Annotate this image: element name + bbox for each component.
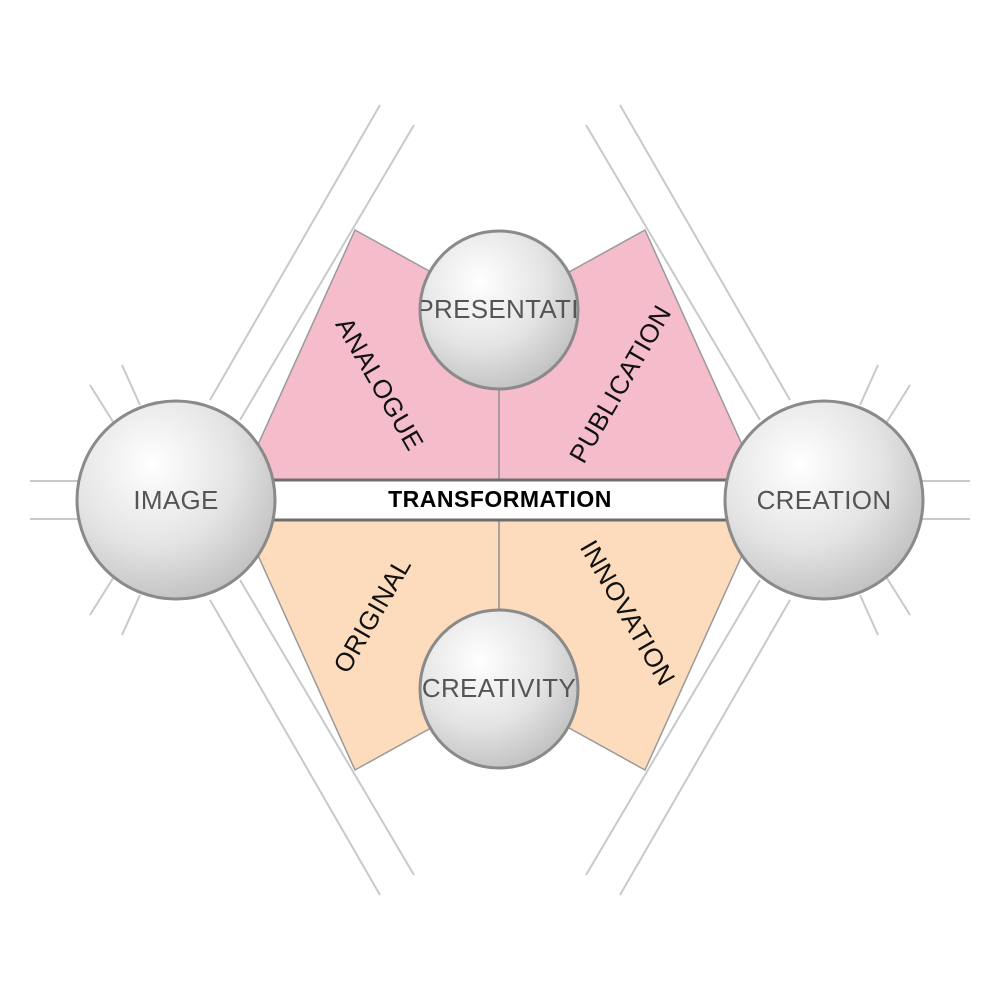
transformation-label: TRANSFORMATION xyxy=(388,486,612,512)
node-creation-label: CREATION xyxy=(757,485,892,515)
node-representation-label: EPRESENTATIO xyxy=(399,294,600,324)
node-image-label: IMAGE xyxy=(133,485,218,515)
outer-guide-lines xyxy=(30,104,970,896)
node-creativity-label: CREATIVITY xyxy=(422,673,576,703)
node-image: IMAGE xyxy=(75,399,277,601)
node-creativity: CREATIVITY xyxy=(418,608,580,770)
node-representation: EPRESENTATIO xyxy=(399,229,600,391)
node-creation: CREATION xyxy=(723,399,925,601)
